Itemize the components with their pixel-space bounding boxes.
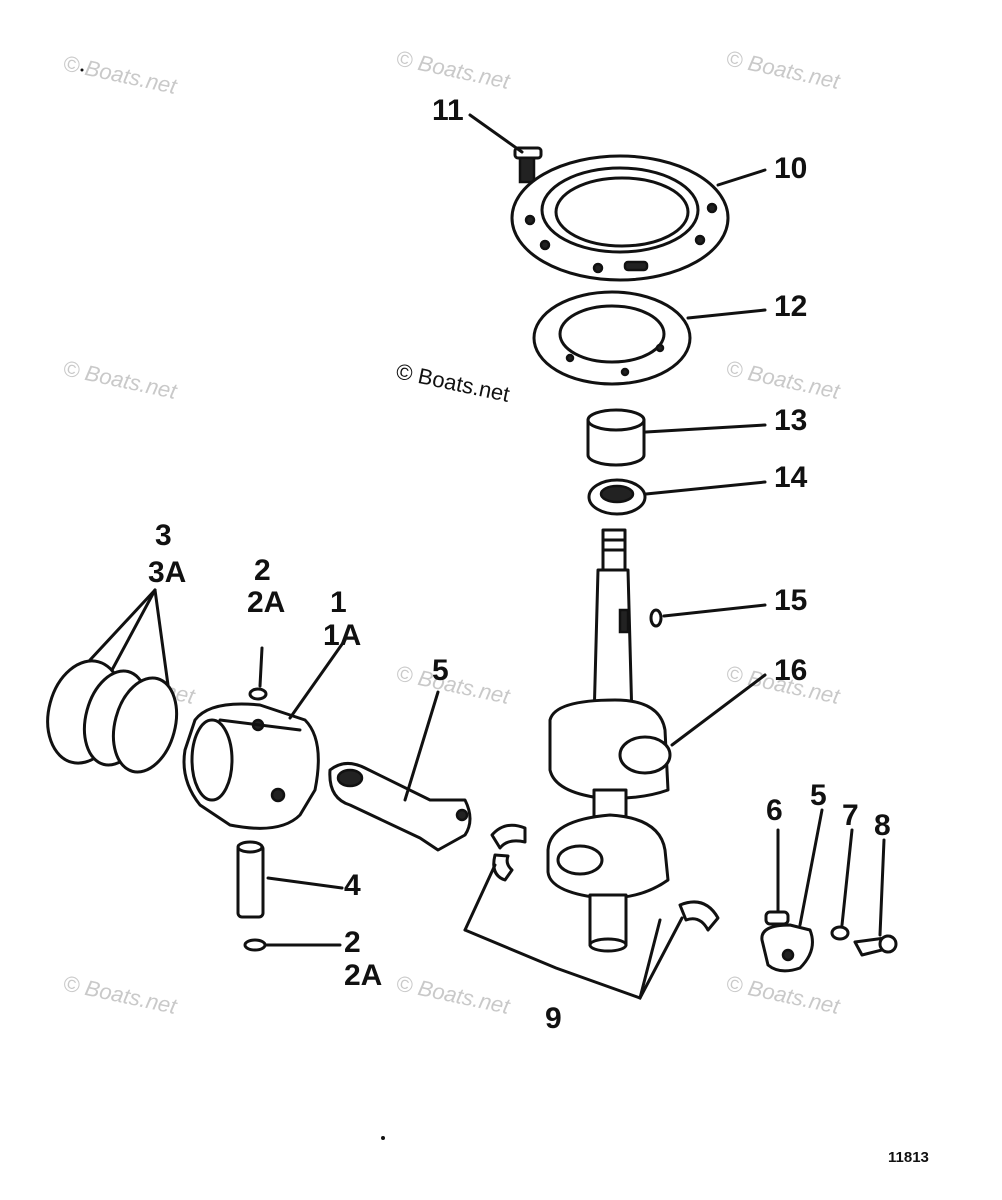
watermarks: © Boats.net © Boats.net © Boats.net © Bo… bbox=[61, 45, 843, 1019]
callout-16: 16 bbox=[774, 654, 807, 687]
wrist-pin-part bbox=[236, 840, 265, 919]
watermark: © Boats.net bbox=[394, 970, 513, 1019]
callout-10: 10 bbox=[774, 152, 807, 185]
rod-cap-assembly-part bbox=[760, 910, 898, 973]
callout-2-top: 2 bbox=[254, 554, 271, 587]
callout-13: 13 bbox=[774, 404, 807, 437]
callout-1: 1 bbox=[330, 586, 347, 619]
callout-11: 11 bbox=[432, 94, 464, 127]
wrist-pin-clip-part bbox=[243, 938, 267, 952]
callout-15: 15 bbox=[774, 584, 807, 617]
watermark: © Boats.net bbox=[724, 355, 843, 404]
scan-speck bbox=[381, 1136, 385, 1140]
watermark: © Boats.net bbox=[61, 970, 180, 1019]
callout-14: 14 bbox=[774, 461, 808, 494]
wrist-pin-clip-part bbox=[248, 687, 268, 701]
callout-3a: 3A bbox=[148, 556, 186, 589]
callout-8: 8 bbox=[874, 809, 891, 842]
watermark: © Boats.net bbox=[61, 50, 180, 99]
crankshaft-part bbox=[546, 528, 672, 953]
watermark: © Boats.net bbox=[61, 355, 180, 404]
callout-4: 4 bbox=[344, 869, 361, 902]
callout-2-bottom: 2 bbox=[344, 926, 361, 959]
callout-6: 6 bbox=[766, 794, 783, 827]
callout-12: 12 bbox=[774, 290, 807, 323]
key-part bbox=[649, 608, 663, 628]
rod-bearing-part bbox=[490, 823, 720, 932]
callout-7: 7 bbox=[842, 799, 859, 832]
callout-2a-top: 2A bbox=[247, 586, 285, 619]
bearing-part bbox=[587, 478, 647, 516]
connecting-rod-part bbox=[328, 762, 472, 852]
gasket-part bbox=[532, 290, 692, 386]
callout-5-cap: 5 bbox=[810, 779, 827, 812]
callouts: 11 10 12 13 14 15 16 3 3A 2 2A 1 1A 5 4 … bbox=[148, 94, 891, 1035]
callout-3: 3 bbox=[155, 519, 172, 552]
scan-speck bbox=[80, 68, 84, 72]
copyright-notice: © Boats.net bbox=[394, 358, 512, 406]
bushing-part bbox=[586, 408, 646, 467]
figure-number: 11813 bbox=[888, 1149, 929, 1166]
watermark: © Boats.net bbox=[394, 660, 513, 709]
watermark: © Boats.net bbox=[724, 45, 843, 94]
callout-5-rod: 5 bbox=[432, 654, 449, 687]
watermark: © Boats.net bbox=[394, 45, 513, 94]
piston-part bbox=[182, 702, 320, 830]
piston-rings-part bbox=[46, 659, 179, 774]
leader-lines bbox=[88, 113, 886, 1000]
callout-1a: 1A bbox=[323, 619, 361, 652]
crankcase-cover-part bbox=[510, 154, 730, 282]
callout-2a-bottom: 2A bbox=[344, 959, 382, 992]
watermark: © Boats.net bbox=[724, 970, 843, 1019]
callout-9: 9 bbox=[545, 1002, 562, 1035]
